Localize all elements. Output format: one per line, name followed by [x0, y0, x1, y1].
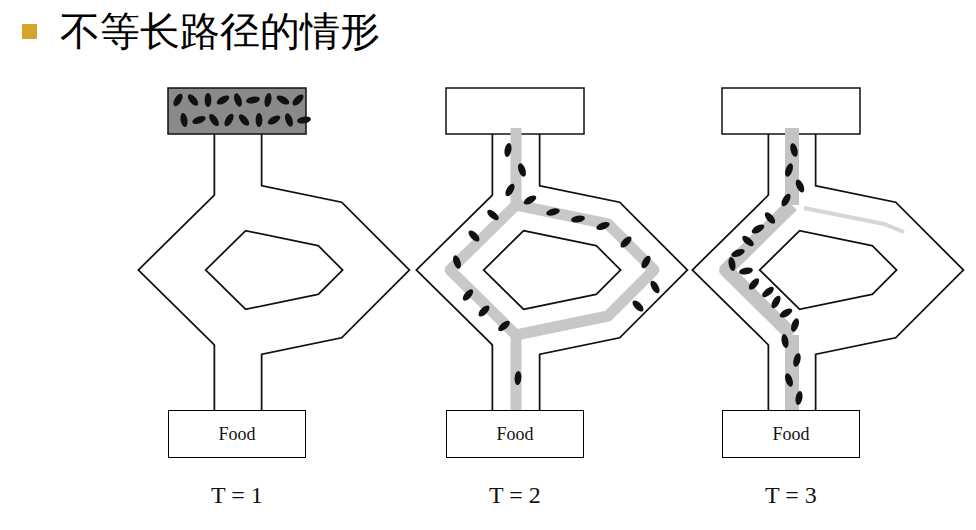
- ant: [783, 162, 794, 177]
- ant: [461, 287, 475, 302]
- ant: [792, 352, 802, 367]
- ant: [783, 372, 794, 387]
- channel-wall: [768, 335, 817, 415]
- ant: [778, 307, 794, 320]
- channel-floor: [769, 335, 815, 415]
- ant: [467, 229, 482, 244]
- ant: [283, 112, 294, 127]
- food-box: Food: [722, 410, 860, 458]
- ant: [770, 294, 783, 310]
- nest-box: [168, 88, 306, 134]
- food-box: Food: [168, 410, 306, 458]
- ant: [640, 254, 653, 270]
- ant: [291, 93, 306, 108]
- ant: [545, 207, 560, 217]
- ant: [760, 285, 775, 299]
- title-bullet: [22, 24, 37, 39]
- time-step-label: T = 1: [211, 482, 263, 509]
- ant: [266, 114, 282, 127]
- ant: [619, 235, 634, 250]
- ant: [780, 334, 789, 349]
- ant: [256, 113, 263, 127]
- ant: [730, 247, 745, 258]
- ant: [504, 182, 517, 198]
- ant: [631, 299, 646, 314]
- ant: [485, 208, 500, 222]
- ant: [739, 266, 754, 275]
- ant: [237, 112, 251, 127]
- ant: [514, 371, 522, 386]
- ant: [789, 142, 799, 157]
- food-label: Food: [218, 424, 255, 445]
- nest-box: [722, 88, 860, 134]
- ant: [172, 92, 185, 108]
- panel: [722, 88, 930, 415]
- food-label: Food: [496, 424, 533, 445]
- ant: [205, 93, 212, 107]
- panels: [168, 88, 930, 415]
- pheromone-trail: [450, 205, 516, 335]
- channel-floor: [215, 335, 261, 415]
- ant: [223, 112, 236, 128]
- ant: [780, 192, 793, 208]
- channel-wall: [492, 335, 541, 415]
- ant: [522, 194, 538, 207]
- ant: [263, 93, 272, 108]
- ant: [477, 304, 492, 319]
- ant: [215, 94, 231, 107]
- ant: [232, 92, 243, 107]
- ant: [750, 223, 766, 236]
- time-step-label: T = 2: [489, 482, 541, 509]
- nest-box: [446, 88, 584, 134]
- ant: [740, 234, 755, 248]
- pheromone-trail: [511, 335, 522, 415]
- ant: [496, 319, 511, 333]
- ant: [191, 114, 206, 125]
- ant: [503, 143, 512, 158]
- food-box: Food: [446, 410, 584, 458]
- ant: [186, 92, 200, 107]
- panel: [446, 88, 661, 415]
- pheromone-trail: [516, 205, 654, 335]
- ant: [207, 112, 221, 127]
- ant: [747, 276, 761, 291]
- ant: [595, 220, 610, 231]
- ant: [789, 317, 800, 332]
- panel: [168, 88, 376, 415]
- ant: [275, 94, 291, 107]
- slide-title: 不等长路径的情形: [60, 7, 380, 55]
- ant: [649, 279, 662, 295]
- food-label: Food: [772, 424, 809, 445]
- faded-trail: [804, 208, 904, 232]
- ant: [297, 115, 312, 124]
- ant: [179, 113, 188, 128]
- ant: [763, 210, 777, 225]
- ant: [451, 254, 462, 269]
- channel-wall: [214, 335, 263, 415]
- time-step-label: T = 3: [765, 482, 817, 509]
- ant: [794, 391, 803, 406]
- ant: [794, 178, 806, 194]
- channel-floor: [493, 335, 539, 415]
- ant: [727, 257, 736, 272]
- ant: [516, 162, 527, 177]
- ant: [246, 95, 261, 104]
- ant: [571, 214, 586, 223]
